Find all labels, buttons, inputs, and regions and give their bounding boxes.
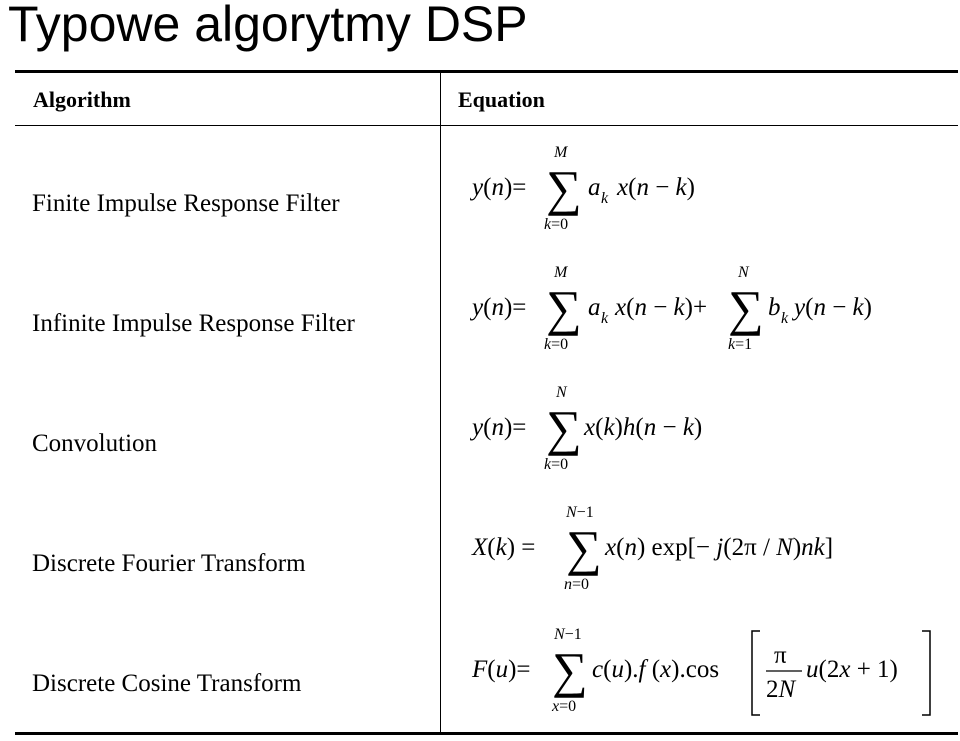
svg-text:k: k bbox=[781, 310, 789, 327]
svg-text:M: M bbox=[553, 264, 569, 281]
svg-text:x=0: x=0 bbox=[551, 698, 576, 715]
header-rule bbox=[15, 125, 958, 126]
table-row-dft: Discrete Fourier Transform X(k) = ∑ N−1 … bbox=[15, 501, 958, 621]
svg-text:∑: ∑ bbox=[566, 520, 602, 576]
equation-dft: X(k) = ∑ N−1 n=0 x(n) exp[− j(2π / N)nk] bbox=[470, 501, 955, 621]
table-row-dct: Discrete Cosine Transform F(u)= ∑ N−1 x=… bbox=[15, 621, 958, 741]
page-title: Typowe algorytmy DSP bbox=[8, 0, 528, 52]
algorithms-table: Algorithm Equation Finite Impulse Respon… bbox=[15, 70, 958, 736]
svg-text:x(n) exp[− j(2π / N)nk]: x(n) exp[− j(2π / N)nk] bbox=[604, 534, 833, 561]
svg-text:k=0: k=0 bbox=[544, 216, 568, 233]
svg-text:y(n − k): y(n − k) bbox=[791, 294, 872, 321]
svg-text:F(u)=: F(u)= bbox=[471, 656, 531, 683]
svg-text:x(k)h(n − k): x(k)h(n − k) bbox=[583, 414, 702, 441]
fir-formula: y(n)= ∑ M k=0 a k x(n − k) bbox=[470, 144, 695, 233]
algorithm-name: Discrete Cosine Transform bbox=[32, 670, 302, 697]
svg-text:∑: ∑ bbox=[546, 160, 582, 216]
svg-text:N−1: N−1 bbox=[565, 504, 594, 521]
svg-text:a: a bbox=[588, 294, 601, 321]
svg-text:k: k bbox=[601, 310, 609, 327]
header-algorithm: Algorithm bbox=[33, 87, 131, 112]
svg-text:N: N bbox=[737, 264, 750, 281]
svg-text:k=0: k=0 bbox=[544, 336, 568, 353]
svg-text:∑: ∑ bbox=[728, 280, 764, 336]
svg-text:u(2x + 1): u(2x + 1) bbox=[806, 656, 898, 683]
table-row-fir: Finite Impulse Response Filter y(n)= ∑ M… bbox=[15, 141, 958, 261]
svg-text:X(k) =: X(k) = bbox=[471, 534, 535, 561]
svg-text:k=0: k=0 bbox=[544, 456, 568, 473]
iir-formula: y(n)= ∑ M k=0 a k x(n − k)+ ∑ N k=1 b k … bbox=[470, 264, 872, 353]
svg-text:c(u).f (x).cos: c(u).f (x).cos bbox=[592, 656, 719, 683]
dft-formula: X(k) = ∑ N−1 n=0 x(n) exp[− j(2π / N)nk] bbox=[471, 504, 833, 593]
svg-text:π: π bbox=[774, 642, 787, 669]
svg-text:x(n − k)+: x(n − k)+ bbox=[614, 294, 707, 321]
table-bottom-rule bbox=[15, 732, 958, 735]
svg-text:x(n − k): x(n − k) bbox=[616, 174, 695, 201]
svg-text:y(n)=: y(n)= bbox=[470, 414, 526, 441]
table-row-convolution: Convolution y(n)= ∑ N k=0 x(k)h(n − k) bbox=[15, 381, 958, 501]
svg-text:y(n)=: y(n)= bbox=[470, 174, 526, 201]
svg-text:k=1: k=1 bbox=[728, 336, 752, 353]
header-equation: Equation bbox=[458, 87, 545, 112]
svg-text:a: a bbox=[588, 174, 601, 201]
table-row-iir: Infinite Impulse Response Filter y(n)= ∑… bbox=[15, 261, 958, 381]
svg-text:∑: ∑ bbox=[552, 642, 588, 698]
svg-text:N: N bbox=[555, 384, 568, 401]
svg-text:N−1: N−1 bbox=[553, 626, 582, 643]
equation-iir: y(n)= ∑ M k=0 a k x(n − k)+ ∑ N k=1 b k … bbox=[470, 261, 955, 381]
svg-text:M: M bbox=[553, 144, 569, 161]
svg-text:b: b bbox=[768, 294, 781, 321]
convolution-formula: y(n)= ∑ N k=0 x(k)h(n − k) bbox=[470, 384, 702, 473]
equation-convolution: y(n)= ∑ N k=0 x(k)h(n − k) bbox=[470, 381, 955, 501]
algorithm-name: Discrete Fourier Transform bbox=[32, 550, 306, 577]
algorithm-name: Finite Impulse Response Filter bbox=[32, 190, 340, 217]
equation-dct: F(u)= ∑ N−1 x=0 c(u).f (x).cos π 2N u(2x… bbox=[470, 621, 955, 741]
algorithm-name: Infinite Impulse Response Filter bbox=[32, 310, 355, 337]
svg-text:∑: ∑ bbox=[546, 280, 582, 336]
dct-formula: F(u)= ∑ N−1 x=0 c(u).f (x).cos π 2N u(2x… bbox=[471, 626, 931, 716]
svg-text:y(n)=: y(n)= bbox=[470, 294, 526, 321]
svg-text:k: k bbox=[601, 190, 609, 207]
svg-text:n=0: n=0 bbox=[564, 576, 589, 593]
algorithm-name: Convolution bbox=[32, 430, 158, 457]
table-top-rule bbox=[15, 70, 958, 73]
equation-fir: y(n)= ∑ M k=0 a k x(n − k) bbox=[470, 141, 955, 261]
svg-text:2N: 2N bbox=[766, 676, 797, 703]
svg-text:∑: ∑ bbox=[546, 400, 582, 456]
column-divider bbox=[440, 70, 441, 733]
